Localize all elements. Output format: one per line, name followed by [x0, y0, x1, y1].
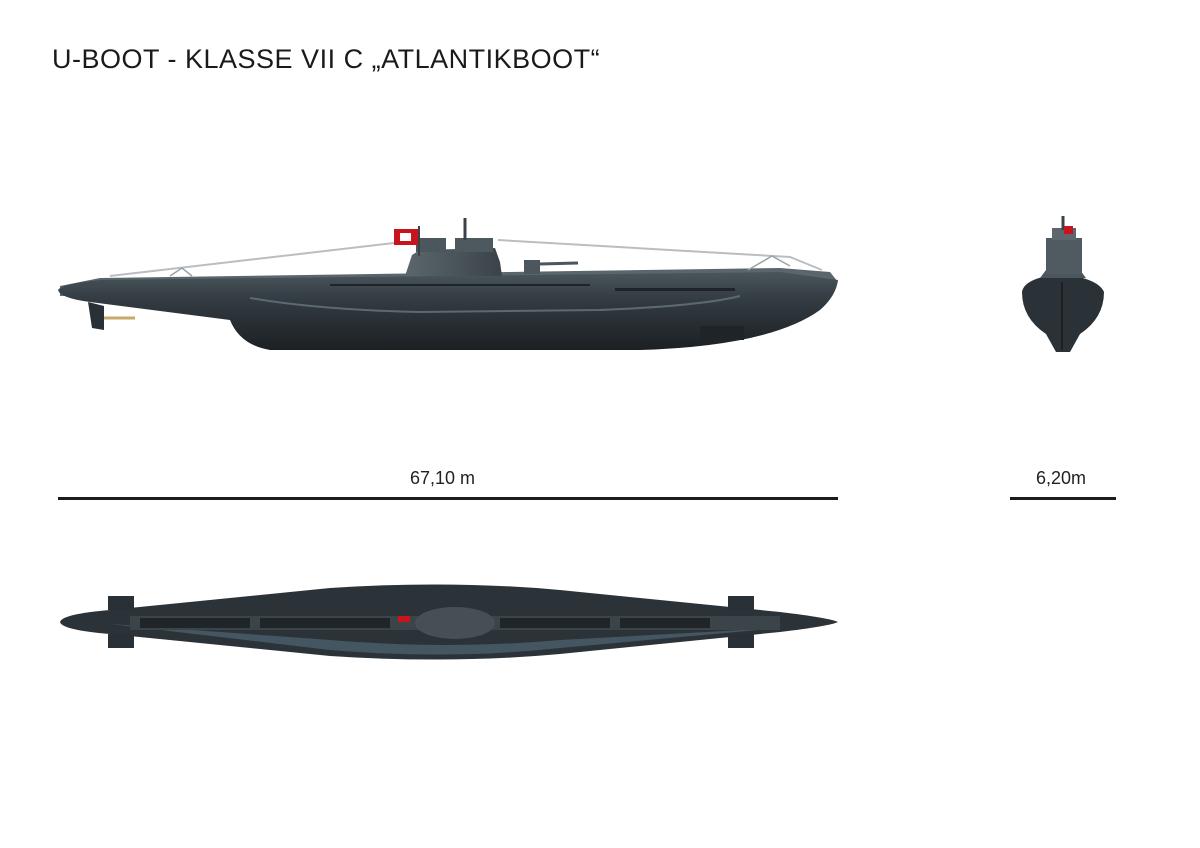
top-flag [398, 616, 410, 622]
dive-planes [108, 596, 754, 648]
bow-railing [747, 255, 791, 271]
deck-grating [140, 618, 710, 628]
side-view-submarine [58, 218, 838, 350]
length-dimension-line [58, 497, 838, 500]
diagram-title: U-BOOT - KLASSE VII C „ATLANTIKBOOT“ [52, 44, 601, 74]
wintergarten [416, 238, 446, 252]
top-hull-shade [110, 624, 780, 655]
tower-bridge [455, 238, 493, 252]
saddle-tank [249, 295, 741, 314]
conning-tower [405, 248, 502, 276]
top-conning-tower [415, 607, 495, 639]
beam-dimension-label: 6,20m [1036, 468, 1087, 488]
front-flag [1064, 226, 1073, 234]
front-tower [1046, 238, 1082, 274]
rudder [88, 302, 104, 330]
beam-dimension-line [1010, 497, 1116, 500]
length-dimension-label: 67,10 m [410, 468, 476, 488]
limber-holes [330, 284, 744, 340]
stern-railing [169, 267, 193, 277]
net-cutter-wire [109, 239, 823, 277]
front-view-submarine [1022, 216, 1104, 352]
deck-gun [524, 260, 540, 274]
